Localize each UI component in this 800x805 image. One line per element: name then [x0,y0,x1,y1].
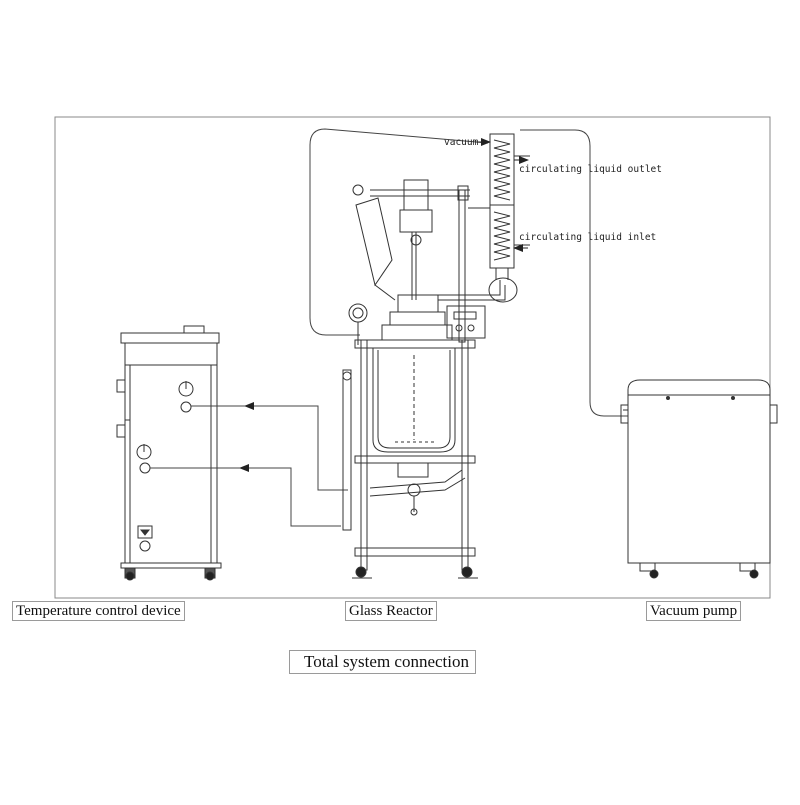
liquid-outlet-label: circulating liquid outlet [519,164,662,175]
vacuum-hose-line [309,128,628,417]
circulation-lines [150,402,348,527]
vacuum-pump-caption: Vacuum pump [646,601,742,621]
temperature-control-caption: Temperature control device [12,601,185,621]
label-arrows [475,138,529,252]
temperature-control-device [116,325,222,581]
outer-frame [54,116,771,599]
system-caption: Total system connection [289,650,476,674]
liquid-inlet-label: circulating liquid inlet [519,232,656,243]
glass-reactor-caption: Glass Reactor [345,601,437,621]
vacuum-pump [620,379,778,579]
vacuum-port-label: vacuum [444,137,479,148]
glass-reactor [342,179,518,579]
condenser [468,133,530,280]
